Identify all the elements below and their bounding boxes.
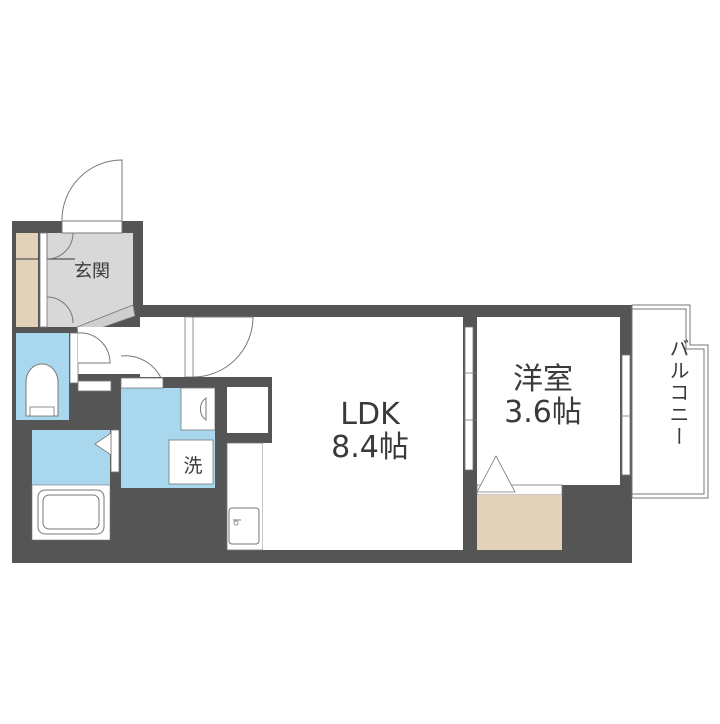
entrance-door-opening xyxy=(61,220,123,234)
balcony-label: バルコニー xyxy=(666,338,690,448)
sink-icon xyxy=(199,397,207,421)
western-room-size: 3.6帖 xyxy=(504,395,582,430)
toilet-icon xyxy=(25,363,59,417)
western-room-label: 洋室 3.6帖 xyxy=(478,363,608,429)
shoe-storage xyxy=(16,233,38,327)
ldk-name: LDK xyxy=(340,397,400,432)
entrance-label: 玄関 xyxy=(74,261,110,282)
closet xyxy=(477,495,562,550)
balcony xyxy=(631,304,709,499)
entrance-door-swing xyxy=(61,159,123,222)
ldk-door-swing xyxy=(192,316,254,378)
western-room-name: 洋室 xyxy=(513,362,573,397)
bathtub-icon xyxy=(37,489,105,535)
ldk-label: LDK 8.4帖 xyxy=(270,398,470,464)
sink-counter xyxy=(180,387,216,431)
closet-door-icon xyxy=(476,455,516,493)
bathroom xyxy=(32,430,110,485)
western-room xyxy=(477,317,620,485)
ldk-size: 8.4帖 xyxy=(331,430,409,465)
stove-icon xyxy=(228,507,260,545)
ldk-room xyxy=(272,317,463,550)
laundry-label: 洗 xyxy=(183,455,203,477)
entrance-floor xyxy=(47,233,133,327)
